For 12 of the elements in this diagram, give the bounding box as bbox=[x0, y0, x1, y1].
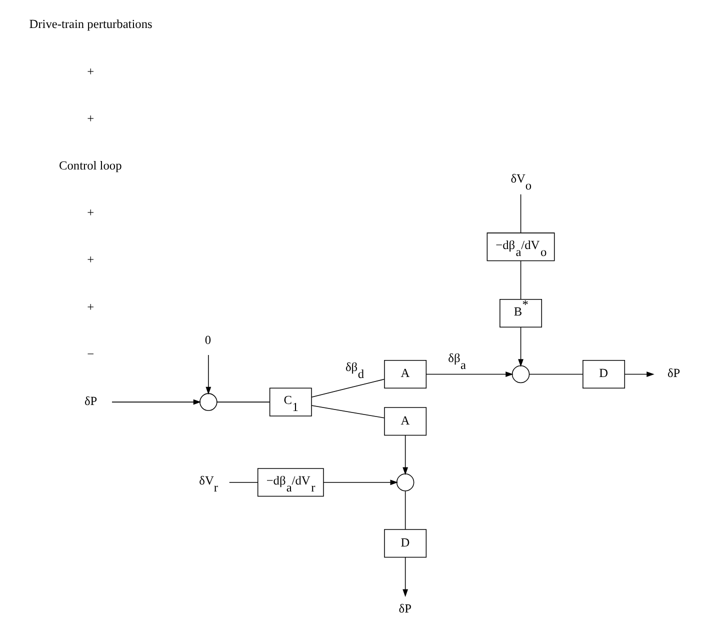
node-text: δP bbox=[398, 602, 411, 616]
label: − bbox=[86, 346, 94, 361]
label: + bbox=[86, 111, 94, 126]
label: + bbox=[86, 252, 94, 267]
node-text: δP bbox=[84, 394, 97, 408]
label: + bbox=[86, 64, 94, 78]
node-text: δP bbox=[667, 366, 680, 380]
label: + bbox=[86, 300, 94, 314]
node-text: 0 bbox=[204, 332, 211, 347]
label: + bbox=[86, 206, 94, 220]
label: Control loop bbox=[58, 158, 122, 172]
label: Drive-train perturbations bbox=[28, 17, 152, 32]
